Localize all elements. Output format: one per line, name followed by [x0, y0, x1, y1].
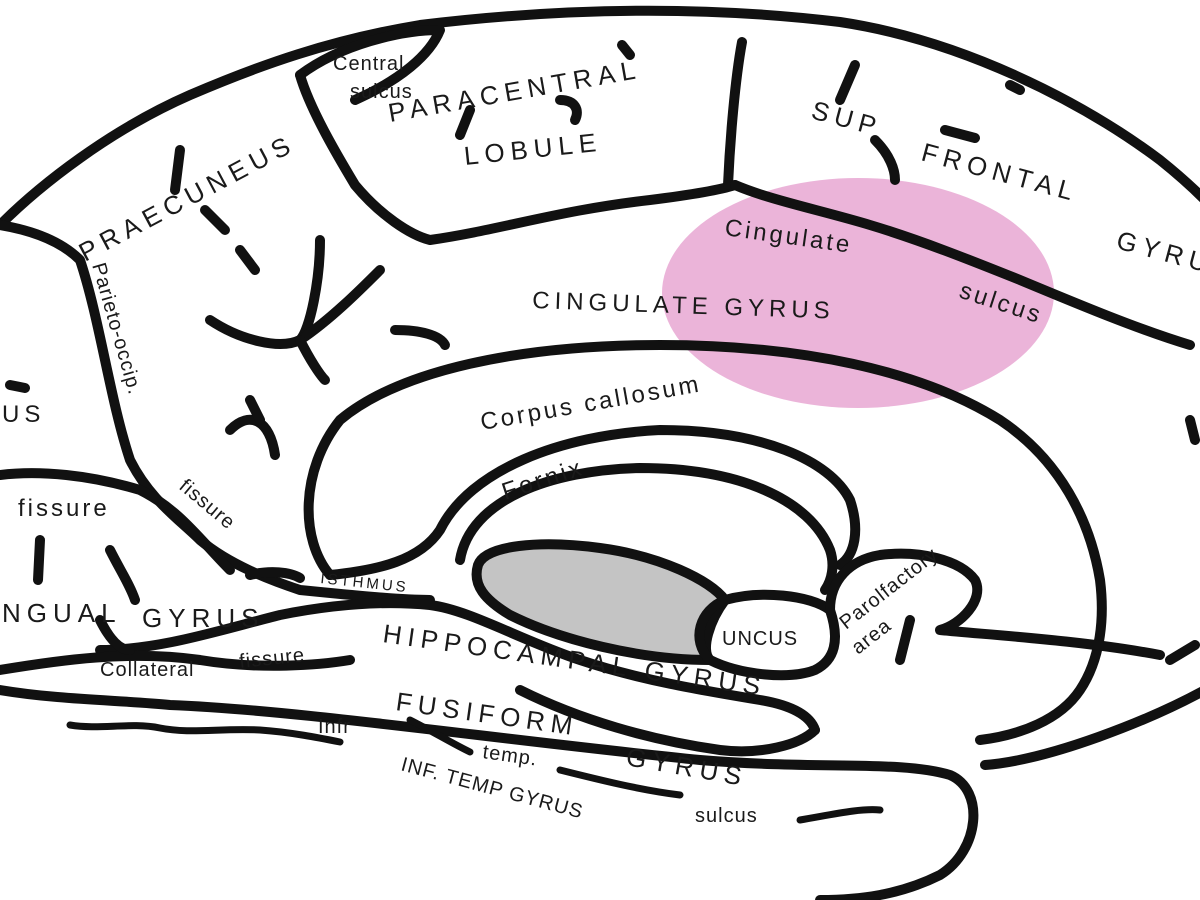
- central-sulcus-notch: [295, 25, 445, 105]
- fornix-inner: [455, 463, 838, 595]
- frontal-lower-outline: [980, 686, 1200, 770]
- label-sup-frontal-1: SUP: [808, 95, 885, 142]
- label-calcarine-fissure: fissure: [18, 495, 110, 522]
- lateral-ventricle: [471, 539, 730, 665]
- minor-sulci: [5, 40, 1200, 665]
- corpus-callosum-inner: [325, 425, 861, 580]
- hippocampal-lower: [515, 685, 820, 757]
- cingulate-sulcus-line: [730, 180, 1195, 350]
- isthmus-border: [95, 598, 820, 735]
- label-praecuneus: PRAECUNEUS: [74, 128, 301, 267]
- corpus-callosum-outer: [303, 340, 1107, 745]
- label-cuneus-partial: US: [2, 401, 45, 428]
- label-paracentral-2: LOBULE: [462, 127, 603, 171]
- label-paracentral-1: PARACENTRAL: [386, 54, 644, 128]
- inferior-temporal-sulci: [66, 716, 884, 824]
- label-sup-frontal-3: GYRUS: [1113, 225, 1200, 286]
- label-central-sulcus-1: Central: [333, 53, 404, 75]
- label-collateral-1: Collateral: [100, 659, 194, 681]
- label-uncus: UNCUS: [722, 628, 798, 650]
- calcarine-upper: [0, 468, 235, 575]
- hemisphere-outline-top: [0, 5, 1200, 230]
- label-central-sulcus-2: sulcus: [350, 81, 413, 103]
- collateral-border: [0, 650, 355, 675]
- label-infr-temp-sulcus-3: sulcus: [695, 805, 758, 827]
- label-infr-temp-sulcus-1: Infr: [318, 716, 351, 738]
- marginal-sulcus: [723, 37, 747, 190]
- label-lingual-2: GYRUS: [142, 603, 264, 633]
- label-lingual-1: NGUAL: [2, 598, 122, 628]
- parolfactory-outline: [825, 548, 1165, 660]
- hemisphere-outline-bottom: [0, 685, 979, 900]
- paracentral-boundary: [295, 70, 740, 245]
